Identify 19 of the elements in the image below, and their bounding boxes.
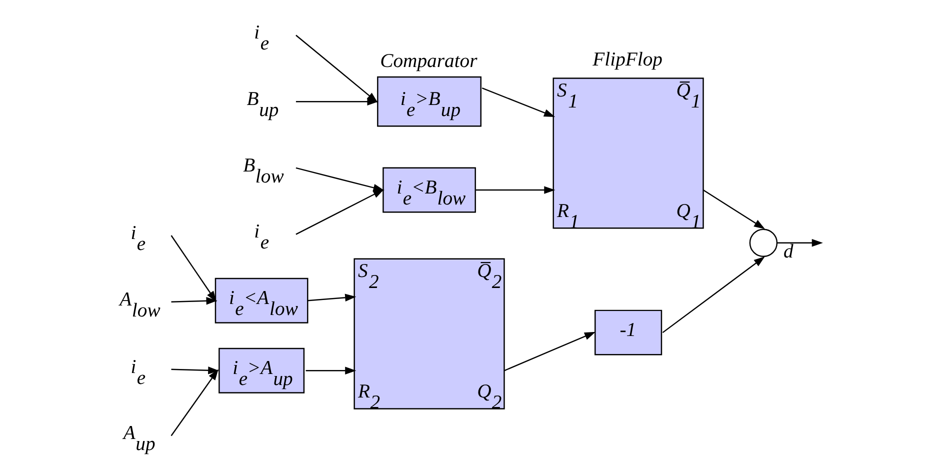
arrow xyxy=(170,369,218,436)
node-label: Comparator xyxy=(380,50,478,72)
arrow xyxy=(296,189,384,235)
arrow xyxy=(504,332,596,372)
arrow xyxy=(296,98,378,106)
arrow xyxy=(476,186,556,194)
arrow xyxy=(662,256,765,334)
arrow xyxy=(482,88,556,118)
arrow xyxy=(308,294,356,302)
arrow xyxy=(171,366,220,374)
arrow xyxy=(171,297,218,305)
arrow xyxy=(776,239,823,247)
arrow xyxy=(702,190,766,230)
arrow xyxy=(170,235,217,302)
node-label: FlipFlop xyxy=(592,48,663,71)
edge-label: d xyxy=(784,240,794,262)
node-circle xyxy=(749,228,778,257)
arrow xyxy=(306,366,356,375)
node-box: -1 xyxy=(594,310,662,356)
